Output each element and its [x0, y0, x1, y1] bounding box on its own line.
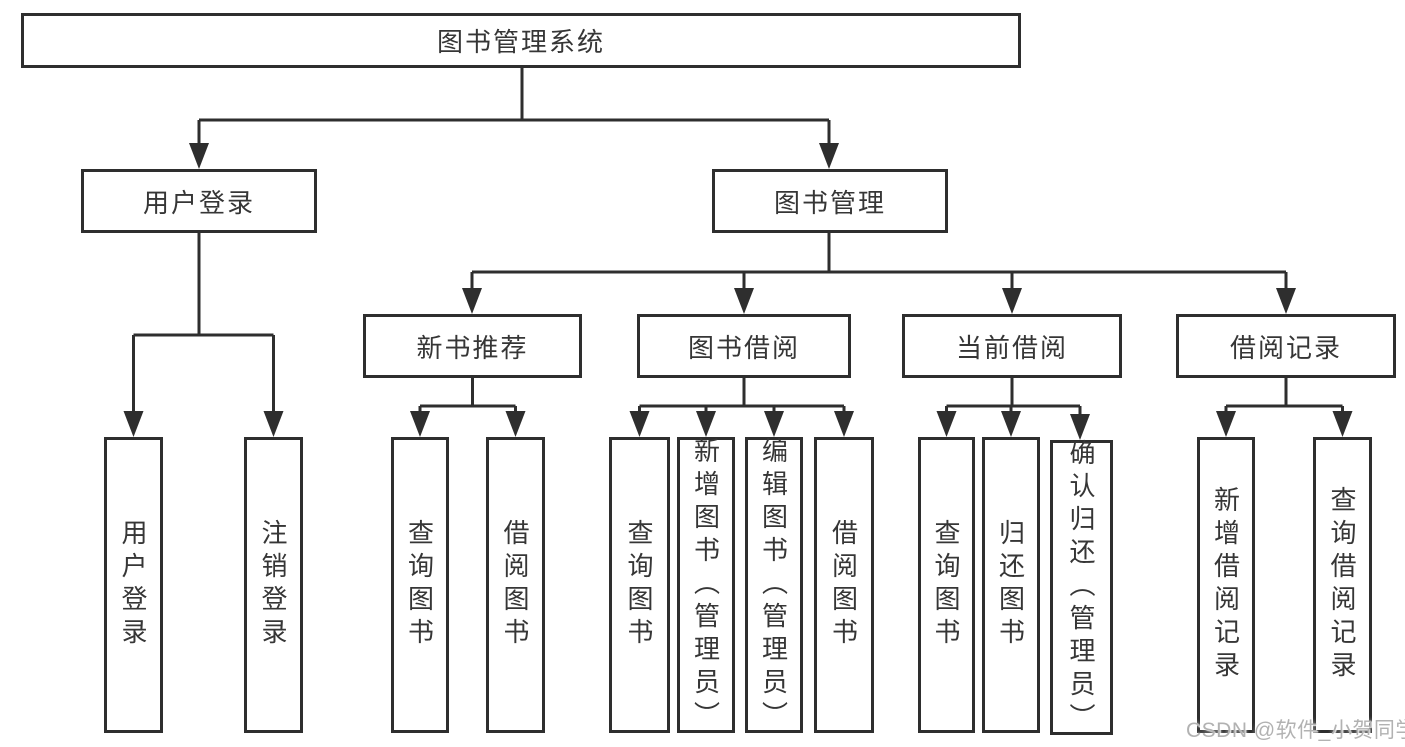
leaf-edit-book-admin: 编辑图书（管理员） [745, 436, 803, 734]
node-root: 图书管理系统 [21, 13, 1021, 68]
leaf-query-borrow-record: 查询借阅记录 [1313, 437, 1372, 733]
leaf-label: 查询图书 [931, 519, 961, 651]
leaf-label: 新增借阅记录 [1210, 486, 1241, 684]
leaf-label: 新增图书（管理员） [690, 436, 721, 734]
node-current-borrow: 当前借阅 [902, 314, 1122, 378]
leaf-confirm-return-admin: 确认归还（管理员） [1050, 439, 1113, 736]
watermark: CSDN @软件_小贺同学 [1186, 719, 1405, 742]
leaf-label: 借阅图书 [828, 519, 859, 651]
leaf-borrow-book-recommend: 借阅图书 [486, 437, 545, 733]
leaf-label: 查询借阅记录 [1327, 486, 1357, 684]
leaf-label: 用户登录 [118, 519, 148, 651]
arrow-down-icons [123, 143, 1353, 440]
node-label: 当前借阅 [955, 332, 1068, 363]
node-label: 图书管理 [773, 187, 886, 218]
node-label: 借阅记录 [1229, 332, 1342, 363]
node-label: 用户登录 [142, 187, 255, 218]
leaf-label: 编辑图书（管理员） [758, 436, 789, 734]
node-book-borrow: 图书借阅 [637, 314, 851, 378]
leaf-label: 查询图书 [624, 519, 654, 651]
leaf-label: 借阅图书 [500, 519, 530, 651]
leaf-query-book-borrow: 查询图书 [609, 437, 670, 733]
leaf-borrow-book: 借阅图书 [814, 437, 874, 733]
node-label: 新书推荐 [416, 332, 529, 363]
node-label: 图书管理系统 [436, 27, 605, 57]
leaf-add-book-admin: 新增图书（管理员） [677, 436, 735, 734]
node-label: 图书借阅 [687, 332, 800, 363]
leaf-logout-login: 注销登录 [244, 437, 303, 733]
tree-edges [132, 68, 1344, 436]
node-borrow-record: 借阅记录 [1176, 314, 1396, 378]
leaf-add-borrow-record: 新增借阅记录 [1197, 437, 1255, 733]
node-book-management: 图书管理 [712, 169, 948, 233]
leaf-query-book-current: 查询图书 [918, 437, 975, 733]
leaf-label: 确认归还（管理员） [1066, 439, 1096, 736]
leaf-label: 归还图书 [995, 519, 1026, 651]
node-new-book-recommend: 新书推荐 [363, 314, 582, 378]
leaf-return-book: 归还图书 [982, 437, 1040, 733]
leaf-label: 注销登录 [258, 519, 288, 651]
node-user-login: 用户登录 [81, 169, 317, 233]
leaf-label: 查询图书 [404, 519, 435, 651]
leaf-user-login: 用户登录 [104, 437, 163, 733]
leaf-query-book-recommend: 查询图书 [391, 437, 449, 733]
